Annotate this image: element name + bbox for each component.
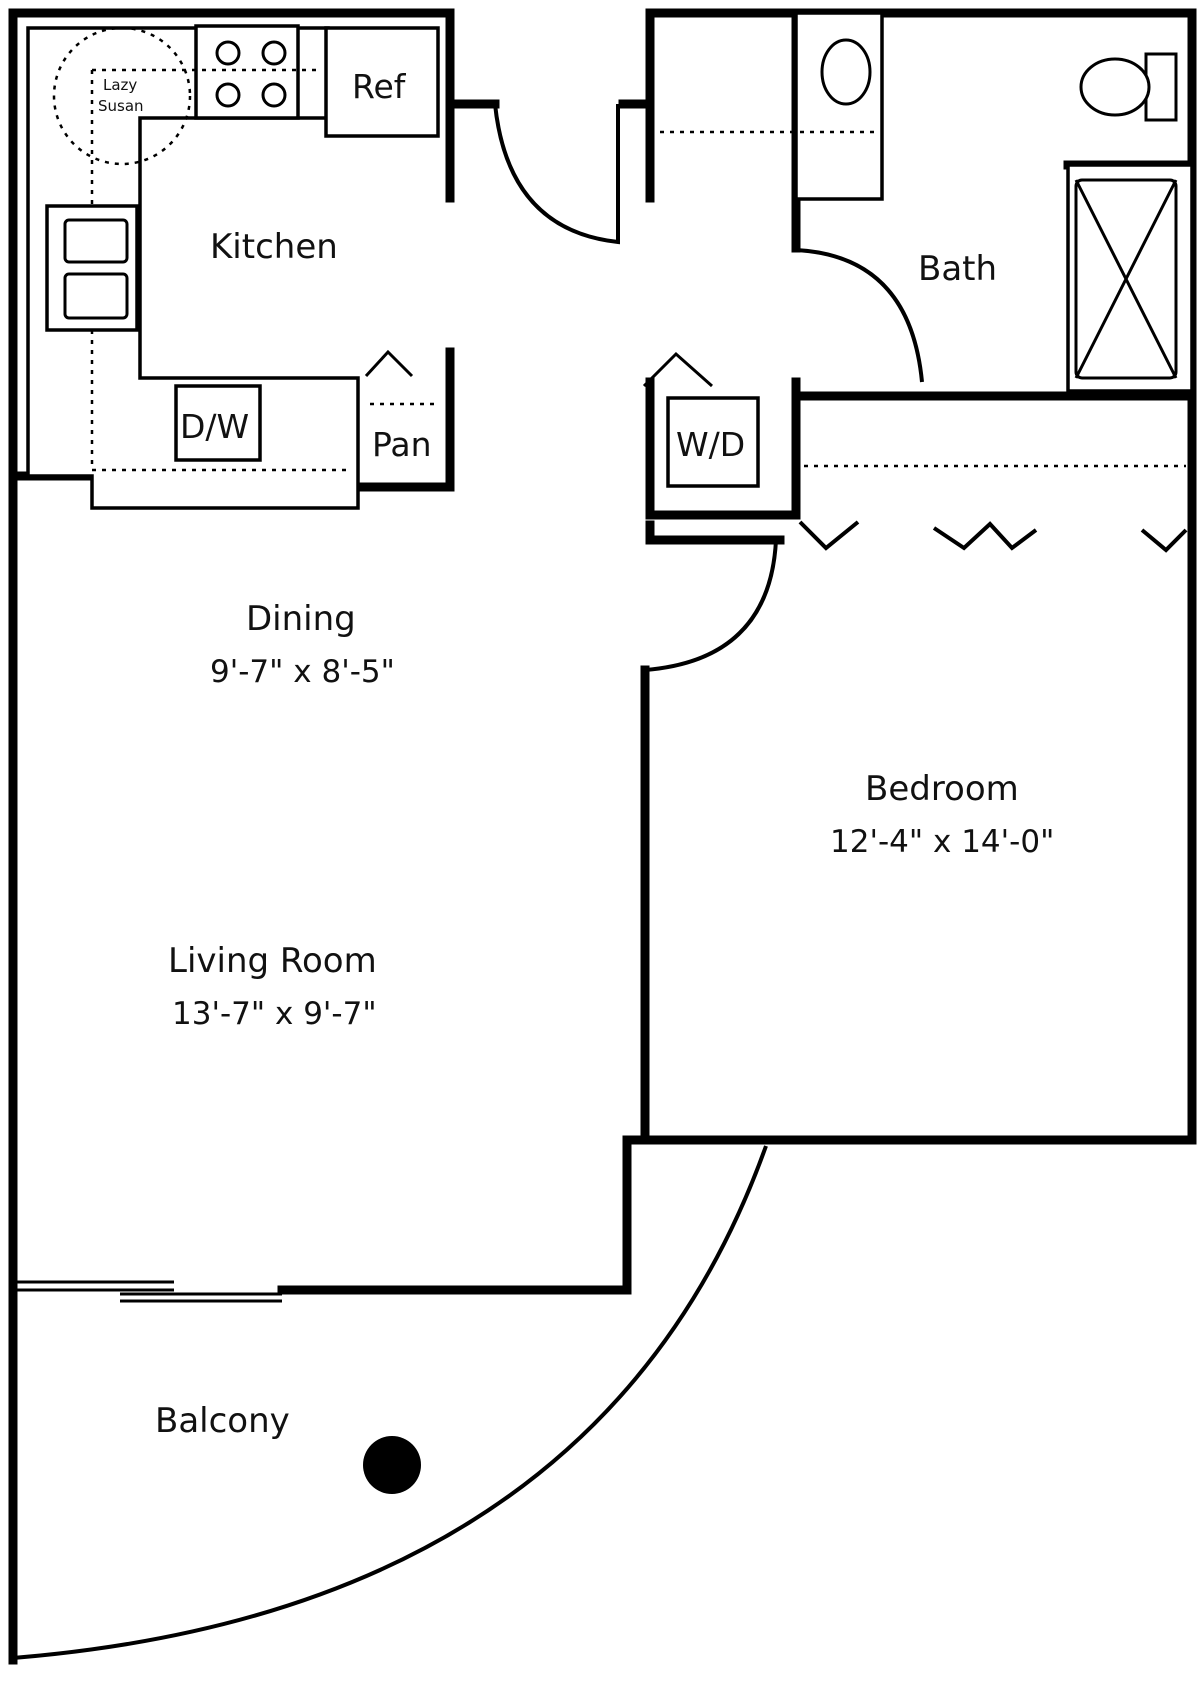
pantry-door-swing bbox=[364, 349, 414, 378]
toilet-bowl bbox=[1079, 57, 1151, 117]
bedroom-label: Bedroom bbox=[865, 769, 1019, 809]
burner-icons bbox=[215, 40, 287, 108]
living-wall-right bbox=[277, 1135, 650, 1295]
lazy-susan-label-1: Lazy bbox=[103, 76, 137, 94]
lazy-susan-label-2: Susan bbox=[98, 97, 144, 115]
bedroom-dimensions: 12'-4" x 14'-0" bbox=[830, 824, 1054, 860]
sink-basin bbox=[63, 272, 129, 320]
doors bbox=[12, 103, 924, 1660]
wd-closet-stub bbox=[645, 520, 785, 545]
washer-dryer-label: W/D bbox=[676, 425, 745, 464]
hall-wall-stub bbox=[618, 99, 655, 203]
bedroom-closet bbox=[798, 464, 1188, 553]
bifold-door bbox=[798, 520, 860, 551]
wd-door-swing bbox=[642, 351, 713, 388]
dishwasher-label: D/W bbox=[180, 407, 249, 446]
vanity-sink bbox=[820, 38, 872, 106]
refrigerator-label: Ref bbox=[352, 67, 407, 106]
lazy-susan-outline bbox=[52, 26, 192, 166]
entry-door-swing bbox=[493, 103, 620, 245]
bedroom-door-swing bbox=[644, 539, 778, 672]
refrigerator bbox=[324, 26, 440, 138]
stove bbox=[194, 24, 300, 120]
bifold-door bbox=[932, 521, 1038, 551]
counter-edge-dashed-left bbox=[90, 70, 352, 472]
burner-icon bbox=[215, 82, 241, 108]
living-room-label: Living Room bbox=[168, 941, 377, 981]
shower-cross bbox=[1074, 179, 1178, 379]
burner-icon bbox=[261, 82, 287, 108]
kitchen-label: Kitchen bbox=[210, 227, 338, 267]
bifold-door bbox=[1140, 528, 1188, 553]
balcony-label: Balcony bbox=[155, 1401, 290, 1441]
laundry: W/D bbox=[642, 351, 760, 488]
dishwasher bbox=[174, 384, 262, 462]
burner-icon bbox=[215, 40, 241, 66]
exterior-wall-top-right bbox=[645, 8, 1197, 1145]
bedroom-wall-left bbox=[640, 665, 1197, 1145]
bath-wall-lower bbox=[645, 377, 801, 520]
pantry-wall bbox=[355, 347, 455, 492]
washer-dryer bbox=[666, 396, 760, 488]
bath-door-swing bbox=[795, 248, 924, 383]
dining-label: Dining bbox=[246, 599, 356, 639]
bath-label: Bath bbox=[918, 249, 997, 289]
burner-icon bbox=[261, 40, 287, 66]
dining-dimensions: 9'-7" x 8'-5" bbox=[210, 654, 395, 690]
living-room-dimensions: 13'-7" x 9'-7" bbox=[172, 996, 377, 1032]
kitchen-cabinets: Ref Lazy Susan D/W Pan Kitchen bbox=[26, 24, 440, 510]
pantry-label: Pan bbox=[372, 425, 432, 464]
walls bbox=[8, 8, 1197, 1665]
balcony-column bbox=[363, 1436, 421, 1494]
balcony-door-arc bbox=[12, 1145, 768, 1660]
room-labels: Dining 9'-7" x 8'-5" Bedroom 12'-4" x 14… bbox=[155, 599, 1054, 1441]
sliding-door-track bbox=[13, 1280, 282, 1303]
bath-fixtures: Bath bbox=[660, 11, 1194, 393]
sink-basin bbox=[63, 218, 129, 264]
